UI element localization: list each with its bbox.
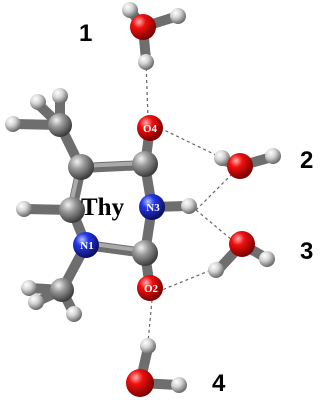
nitrogen-atom-n1 <box>73 232 99 258</box>
hydrogen-atom <box>30 94 46 110</box>
oxygen-atom-water-3 <box>229 231 255 257</box>
hydrogen-bonds <box>145 61 235 343</box>
hydrogen-atom <box>214 150 230 166</box>
carbon-atom-methyl-n1 <box>50 278 74 302</box>
carbon-atom-c4 <box>132 151 158 177</box>
hydrogen-atom <box>122 2 138 18</box>
carbon-atom-c2 <box>132 240 158 266</box>
oxygen-atom-o2 <box>137 275 163 301</box>
hbond-o4-w2 <box>159 127 223 159</box>
atom-label-o4: O4 <box>143 123 158 135</box>
nitrogen-atom-n3 <box>139 194 165 220</box>
hydrogen-atom <box>170 8 186 24</box>
water-number-1: 1 <box>79 20 92 47</box>
carbon-atom-c6 <box>59 197 85 223</box>
carbon-atom-c5 <box>68 154 94 180</box>
carbon-atom-methyl-c5 <box>48 113 72 137</box>
atom-label-n3: N3 <box>146 202 160 214</box>
nitrogen-atoms <box>73 194 165 258</box>
hydrogen-atom <box>16 201 32 217</box>
hydrogen-atom <box>5 116 21 132</box>
hbond-h3-w3 <box>195 209 233 241</box>
water-number-2: 2 <box>300 147 313 174</box>
oxygen-atom-water-2 <box>227 153 253 179</box>
atom-label-o2: O2 <box>144 283 159 295</box>
oxygen-atom-water-4 <box>126 369 154 397</box>
molecule-label: Thy <box>81 194 125 221</box>
oxygen-atom-o4 <box>137 115 163 141</box>
atom-label-n1: N1 <box>80 240 93 252</box>
hydrogen-atom <box>265 148 281 164</box>
oxygen-atom-water-1 <box>130 14 156 40</box>
hydrogen-atom <box>140 338 156 354</box>
water-number-4: 4 <box>212 370 226 397</box>
hydrogen-atom <box>28 294 44 310</box>
hydrogen-atoms <box>5 2 281 393</box>
hbond-o2-w4 <box>147 299 153 343</box>
hydrogen-atom <box>208 262 224 278</box>
hydrogen-atom <box>138 54 154 70</box>
oxygen-atoms <box>126 14 255 397</box>
hbond-w3-o2 <box>161 267 217 291</box>
hydrogen-atom <box>21 280 37 296</box>
carbon-atoms <box>48 113 158 302</box>
hydrogen-atom <box>171 377 187 393</box>
hydrogen-atom <box>181 198 197 214</box>
hydrogen-atom <box>259 251 275 267</box>
hydrogen-atom <box>66 306 82 322</box>
hydrogen-atom <box>52 88 68 104</box>
hbond-h3-w2 <box>195 171 235 211</box>
hbond-w1-o4 <box>145 61 149 119</box>
water-number-3: 3 <box>300 238 313 265</box>
